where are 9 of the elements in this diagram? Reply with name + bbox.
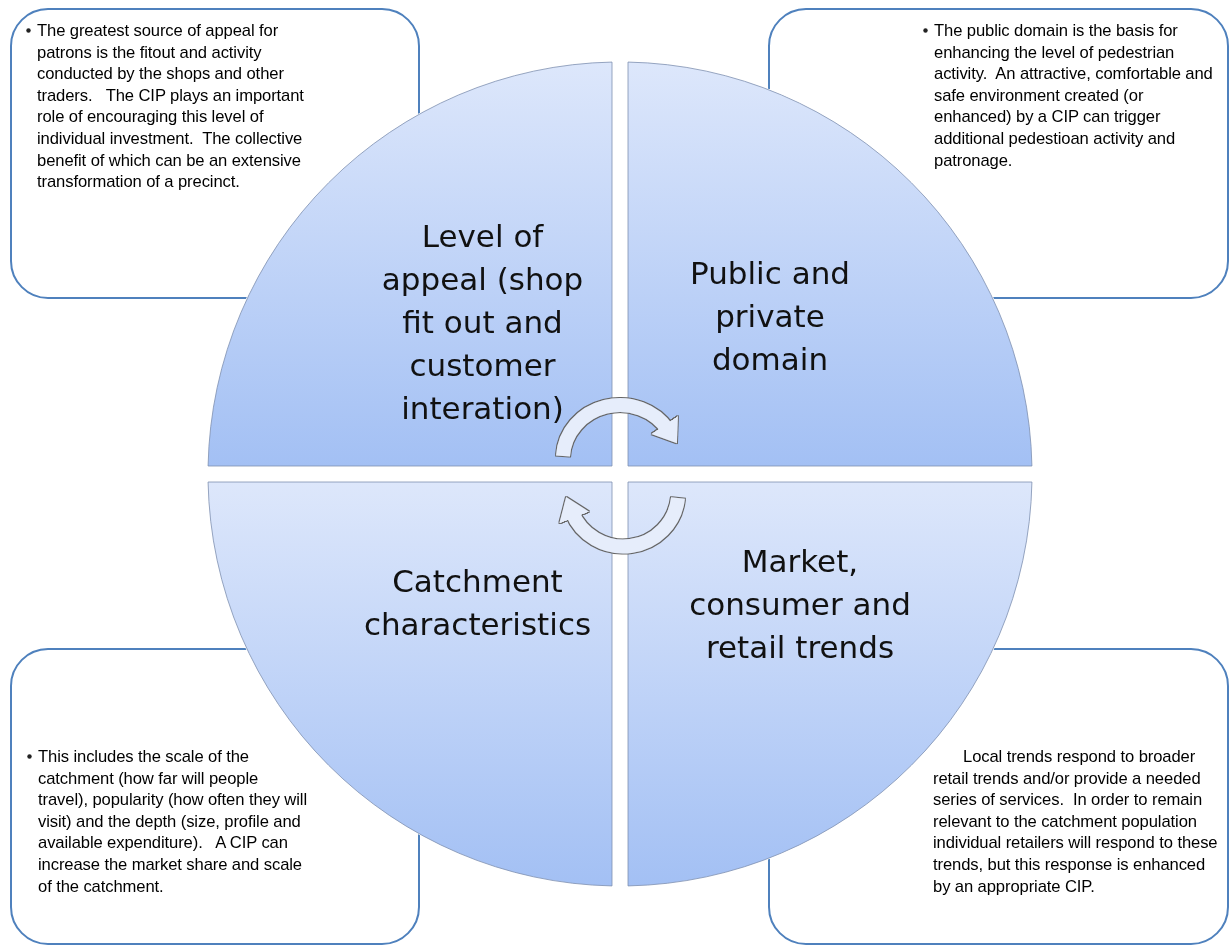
description-text: The public domain is the basis for enhancing the level of pedestrian activity. An attractive, comfortable and safe environment created (or enhanced) by a CIP can trigger additional pedestioan activity and patronage. [934,20,1214,172]
quadrant-label: Public and private domain [689,254,851,379]
description-text: Local trends respond to broader retail trends and/or provide a needed series of services. In order to remain relevant to the catchment population individual retailers will respond to these trends, but this response is enhanced by an appropriate CIP. [933,746,1219,898]
description-text: The greatest source of appeal for patrons is the fitout and activity conducted by the shops and other traders. The CIP plays an important role of encouraging this level of individual investment. The collective benefit of which can be an extensive transformation of a precinct. [37,20,305,193]
quadrant-label: Catchment characteristics [362,562,593,644]
curved-arrow [560,496,685,554]
quadrant-label: Level of appeal (shop fit out and customer interation) [380,217,585,428]
quadrant-label: Market, consumer and retail trends [688,542,912,667]
description-text: This includes the scale of the catchment (how far will people travel), popularity (how often they will visit) and the depth (size, profile and available expenditure). A CIP can increase the market share and scale of the catchment. [38,746,308,898]
